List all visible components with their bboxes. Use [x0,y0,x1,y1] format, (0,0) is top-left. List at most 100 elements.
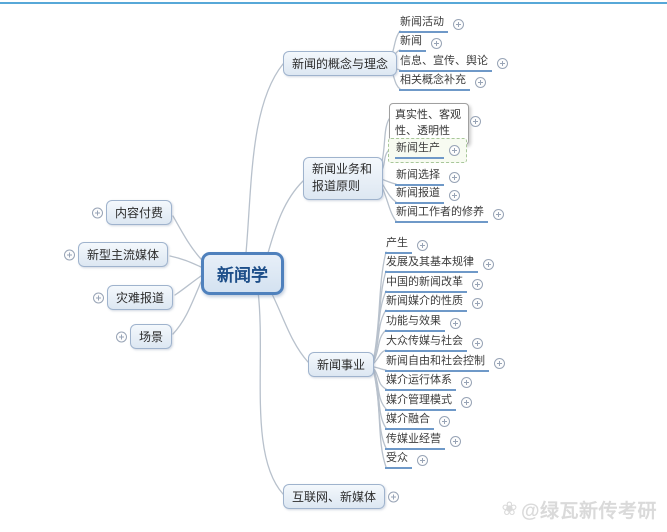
topic-label: 新闻生产 [395,142,444,159]
leaf-label: 功能与效果 [385,315,445,332]
collapse-toggle-icon[interactable] [470,116,481,127]
connector-line [267,180,304,254]
leaf-news-selection[interactable]: 新闻选择 [395,169,460,186]
leaf-news-reporting[interactable]: 新闻报道 [395,187,460,204]
leaf-news-activity[interactable]: 新闻活动 [399,16,464,33]
leaf-label: 新闻媒介的性质 [385,295,467,312]
leaf-info-propaganda-opinion[interactable]: 信息、宣传、舆论 [399,55,508,72]
leaf-label: 新闻自由和社会控制 [385,355,489,372]
connector-line [169,255,202,268]
leaf-media-business[interactable]: 传媒业经营 [385,433,461,450]
leaf-related-concepts[interactable]: 相关概念补充 [399,74,486,91]
leaf-media-operation-system[interactable]: 媒介运行体系 [385,374,472,391]
collapse-toggle-icon[interactable] [472,338,483,349]
leaf-label: 新闻报道 [395,187,444,204]
root-topic[interactable]: 新闻学 [201,252,284,295]
collapse-toggle-icon[interactable] [388,491,400,502]
leaf-media-nature[interactable]: 新闻媒介的性质 [385,295,483,312]
leaf-mass-media-society[interactable]: 大众传媒与社会 [385,335,483,352]
connector-line [172,281,202,335]
topic-scenes[interactable]: 场景 [115,324,172,349]
connector-line [245,63,284,254]
leaf-label: 受众 [385,452,412,469]
collapse-toggle-icon[interactable] [450,318,461,329]
collapse-toggle-icon[interactable] [431,38,442,49]
leaf-label: 新闻 [399,35,426,52]
topic-new-mainstream-media[interactable]: 新型主流媒体 [63,242,168,267]
leaf-label: 大众传媒与社会 [385,335,467,352]
collapse-toggle-icon[interactable] [417,240,428,251]
leaf-press-freedom-control[interactable]: 新闻自由和社会控制 [385,355,505,372]
collapse-toggle-icon[interactable] [475,77,486,88]
leaf-emergence[interactable]: 产生 [385,237,428,254]
connector-line [373,368,387,390]
collapse-toggle-icon[interactable] [483,259,494,270]
collapse-toggle-icon[interactable] [115,331,127,342]
watermark-text: @绿瓦新传考研 [520,501,657,522]
collapse-toggle-icon[interactable] [450,436,461,447]
leaf-audience[interactable]: 受众 [385,452,428,469]
connector-line [174,275,202,296]
connector-line [373,366,387,371]
collapse-toggle-icon[interactable] [63,249,75,260]
collapse-toggle-icon[interactable] [449,190,460,201]
topic-label: 新型主流媒体 [86,248,159,262]
topic-disaster-reporting[interactable]: 灾难报道 [92,285,173,310]
topic-label: 新闻的概念与理念 [292,57,389,71]
connector-line [257,290,284,495]
collapse-toggle-icon[interactable] [494,358,505,369]
topic-label: 新闻业务和报道原则 [312,162,373,194]
topic-content-payment[interactable]: 内容付费 [91,200,172,225]
connector-line [380,178,397,185]
collapse-toggle-icon[interactable] [461,377,472,388]
leaf-china-news-reform[interactable]: 中国的新闻改革 [385,276,483,293]
top-accent-bar [0,2,667,4]
leaf-news[interactable]: 新闻 [399,35,442,52]
leaf-label: 信息、宣传、舆论 [399,55,492,72]
connector-line [373,349,387,364]
leaf-label: 媒介管理模式 [385,394,456,411]
leaf-functions-effects[interactable]: 功能与效果 [385,315,461,332]
collapse-toggle-icon[interactable] [472,298,483,309]
connector-line [373,372,387,468]
collapse-toggle-icon[interactable] [92,292,104,303]
leaf-media-management-mode[interactable]: 媒介管理模式 [385,394,472,411]
collapse-toggle-icon[interactable] [449,145,460,156]
collapse-toggle-icon[interactable] [453,19,464,30]
collapse-toggle-icon[interactable] [461,397,472,408]
leaf-label: 媒介融合 [385,413,434,430]
leaf-journalist-cultivation[interactable]: 新闻工作者的修养 [395,206,504,223]
topic-label: 灾难报道 [115,291,164,305]
leaf-label: 媒介运行体系 [385,374,456,391]
topic-label: 内容付费 [114,206,163,220]
topic-news-practice-principles[interactable]: 新闻业务和报道原则 [303,157,383,200]
connector-line [373,329,387,362]
topic-authenticity-objectivity-transparency[interactable]: 真实性、客观性、透明性 [389,103,481,145]
collapse-toggle-icon[interactable] [91,207,103,218]
watermark: ❀ @绿瓦新传考研 [502,496,657,523]
leaf-label: 相关概念补充 [399,74,470,91]
leaf-label: 传媒业经营 [385,433,445,450]
connector-line [373,309,387,361]
collapse-toggle-icon[interactable] [439,416,450,427]
leaf-label: 新闻活动 [399,16,448,33]
topic-news-concepts[interactable]: 新闻的概念与理念 [283,51,398,76]
topic-internet-new-media[interactable]: 互联网、新媒体 [283,484,400,509]
leaf-media-convergence[interactable]: 媒介融合 [385,413,450,430]
topic-label: 新闻事业 [317,358,366,372]
topic-label: 互联网、新媒体 [292,490,377,504]
collapse-toggle-icon[interactable] [472,279,483,290]
connector-line [269,289,309,363]
collapse-toggle-icon[interactable] [417,455,428,466]
collapse-toggle-icon[interactable] [493,209,504,220]
topic-news-production[interactable]: 新闻生产 [388,138,467,163]
topic-news-industry[interactable]: 新闻事业 [308,352,375,377]
connector-line [380,181,397,203]
leaf-label: 中国的新闻改革 [385,276,467,293]
leaf-label: 新闻工作者的修养 [395,206,488,223]
collapse-toggle-icon[interactable] [449,172,460,183]
collapse-toggle-icon[interactable] [497,58,508,69]
topic-label: 场景 [138,330,163,344]
leaf-development-laws[interactable]: 发展及其基本规律 [385,256,494,273]
